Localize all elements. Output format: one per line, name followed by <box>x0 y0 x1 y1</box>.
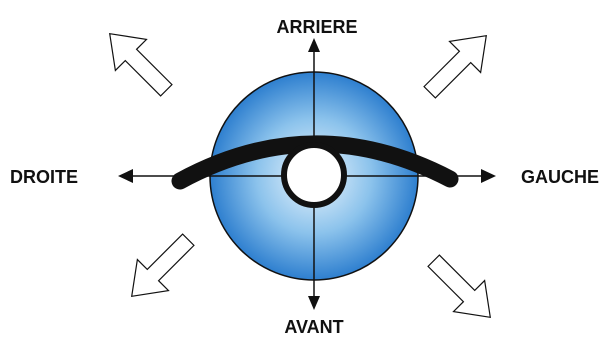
arrowhead-up-icon <box>308 38 320 52</box>
label-gauche: GAUCHE <box>521 167 599 187</box>
hollow-arrow-top-left-icon <box>94 18 182 106</box>
center-ring <box>284 145 344 205</box>
hollow-arrow-bottom-left-icon <box>116 224 204 312</box>
label-arriere: ARRIERE <box>276 17 357 37</box>
arrowhead-down-icon <box>308 296 320 310</box>
arrowhead-right-icon <box>481 169 496 183</box>
hollow-arrow-top-right-icon <box>414 20 502 108</box>
label-droite: DROITE <box>10 167 78 187</box>
arrowhead-left-icon <box>118 169 133 183</box>
hollow-arrow-bottom-right-icon <box>418 245 506 333</box>
label-avant: AVANT <box>284 317 343 337</box>
